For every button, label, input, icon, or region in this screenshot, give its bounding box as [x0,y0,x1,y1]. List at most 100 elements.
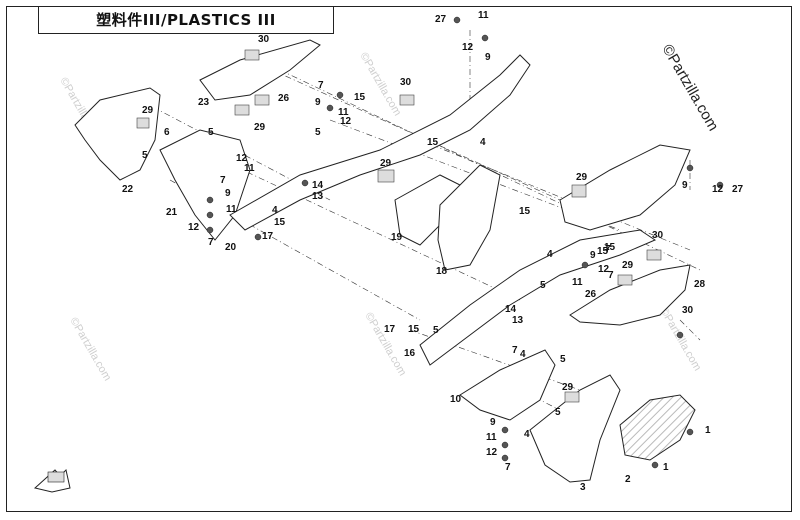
part-3 [529,374,621,483]
part-21 [159,129,251,241]
callout-label: 12 [598,264,610,275]
callout-label: 22 [122,184,134,195]
callout-label: 3 [580,482,586,493]
sticker [234,104,250,116]
callout-label: 12 [340,116,352,127]
callout-label: 12 [236,153,248,164]
callout-label: 5 [560,354,566,365]
callout-label: 12 [486,447,498,458]
callout-label: 4 [272,205,278,216]
callout-label: 30 [682,305,694,316]
callout-label: 15 [274,217,286,228]
callout-label: 26 [278,93,290,104]
diagram-frame [6,6,792,512]
callout-label: 2 [625,474,631,485]
sticker [377,169,395,183]
fastener [686,428,694,436]
callout-label: 13 [512,315,524,326]
fastener [453,16,461,24]
diagram-title: 塑料件III/PLASTICS III [38,6,334,34]
callout-label: 1 [705,425,711,436]
callout-label: 7 [608,270,614,281]
callout-label: 14 [505,304,517,315]
callout-label: 15 [408,324,420,335]
callout-label: 17 [384,324,396,335]
fastener [301,179,309,187]
callout-label: 15 [519,206,531,217]
watermark: ©Partzilla.com [657,306,703,374]
callout-label: 5 [540,280,546,291]
callout-label: 4 [520,349,526,360]
callout-label: 17 [262,231,274,242]
callout-label: 6 [164,127,170,138]
callout-label: 9 [315,97,321,108]
callout-label: 15 [597,246,609,257]
watermark: ©Partzilla.com [357,51,403,119]
callout-label: 11 [244,163,255,174]
callout-label: 30 [652,230,664,241]
lower-rail [419,229,657,366]
fastener [686,164,694,172]
callout-label: 5 [142,150,148,161]
fastener [206,211,214,219]
watermark: ©Partzilla.com [67,316,113,384]
callout-label: 21 [166,207,178,218]
sticker [254,94,270,106]
callout-label: 10 [450,394,462,405]
callout-label: 9 [590,250,596,261]
callout-label: 27 [732,184,744,195]
label-stickers [136,49,662,403]
watermark-logo: ©Partzilla.com [659,42,722,134]
part-2 [619,394,696,461]
sticker [136,117,150,129]
callout-label: 5 [315,127,321,138]
sticker [617,274,633,286]
fastener [501,454,509,462]
callout-label: 11 [478,10,489,21]
fasteners [206,16,724,469]
part-22 [74,87,161,181]
callout-label: 27 [435,14,447,25]
callout-label: 18 [436,266,448,277]
fastener [336,91,344,99]
callout-label: 28 [694,279,706,290]
fastener [326,104,334,112]
callout-label: 7 [605,244,611,255]
callout-label: 5 [208,127,214,138]
callout-label: 29 [562,382,574,393]
callout-label: 11 [338,107,349,118]
fastener [501,441,509,449]
sticker [564,391,580,403]
callout-label: 23 [198,97,210,108]
right-upper-panel [559,144,691,231]
callout-label: 19 [391,232,403,243]
callout-label: 20 [225,242,237,253]
sticker [571,184,587,198]
callout-label: 7 [505,462,511,473]
callout-label: 30 [258,34,270,45]
callout-label: 7 [318,80,324,91]
callout-label: 30 [400,77,412,88]
fastener [254,233,262,241]
callout-label: 29 [380,158,392,169]
callouts: 1 1 2 3 4 4 4 4 4 5 5 5 5 5 5 5 6 7 7 7 … [122,10,744,493]
callout-label: 26 [585,289,597,300]
callout-label: 4 [547,249,553,260]
callout-label: 14 [312,180,324,191]
callout-label: 11 [572,277,583,288]
callout-label: 7 [208,237,214,248]
callout-label: 7 [220,175,226,186]
fastener [206,196,214,204]
watermark: ©Partzilla.com [362,311,408,379]
fastener [501,426,509,434]
callout-label: 9 [682,180,688,191]
fastener [676,331,684,339]
callout-label: 11 [226,204,237,215]
callout-label: 15 [427,137,439,148]
part-18 [437,164,501,271]
callout-label: 29 [622,260,634,271]
sticker [646,249,662,261]
parts-layer [74,39,696,483]
fastener [581,261,589,269]
callout-label: 11 [486,432,497,443]
